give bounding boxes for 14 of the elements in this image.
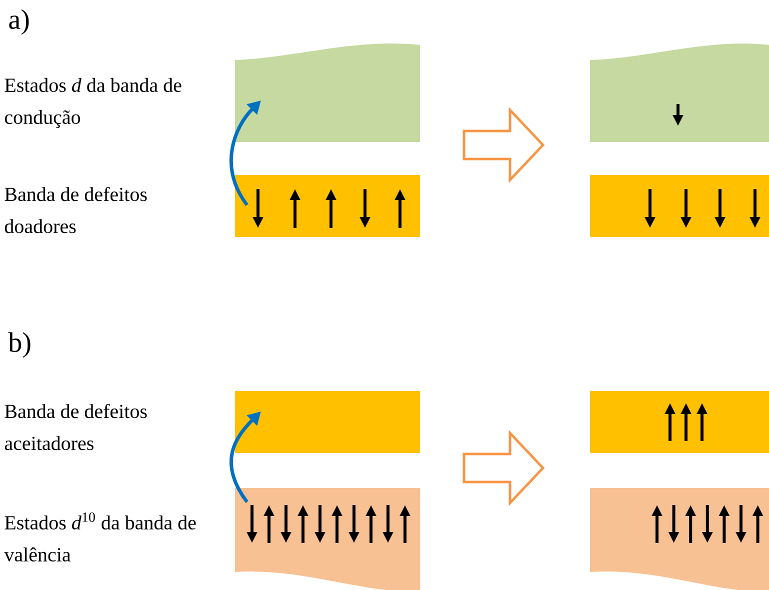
- band-label: Banda de defeitos doadores: [4, 186, 147, 234]
- band-box: [590, 175, 769, 237]
- band-box: [235, 175, 420, 237]
- panel-label: a): [9, 9, 29, 35]
- band-box: [590, 44, 769, 142]
- band-box: [590, 488, 769, 590]
- band-box: [235, 44, 420, 142]
- band-box: [235, 488, 420, 590]
- band-label: Banda de defeitos aceitadores: [4, 404, 147, 450]
- band-label: Estados d$^{10}$ da banda de valência: [4, 512, 196, 562]
- band-label: Estados d da banda de condução: [4, 78, 182, 128]
- band-box: [235, 391, 420, 453]
- panel-label: b): [8, 332, 30, 358]
- band-box: [590, 391, 769, 453]
